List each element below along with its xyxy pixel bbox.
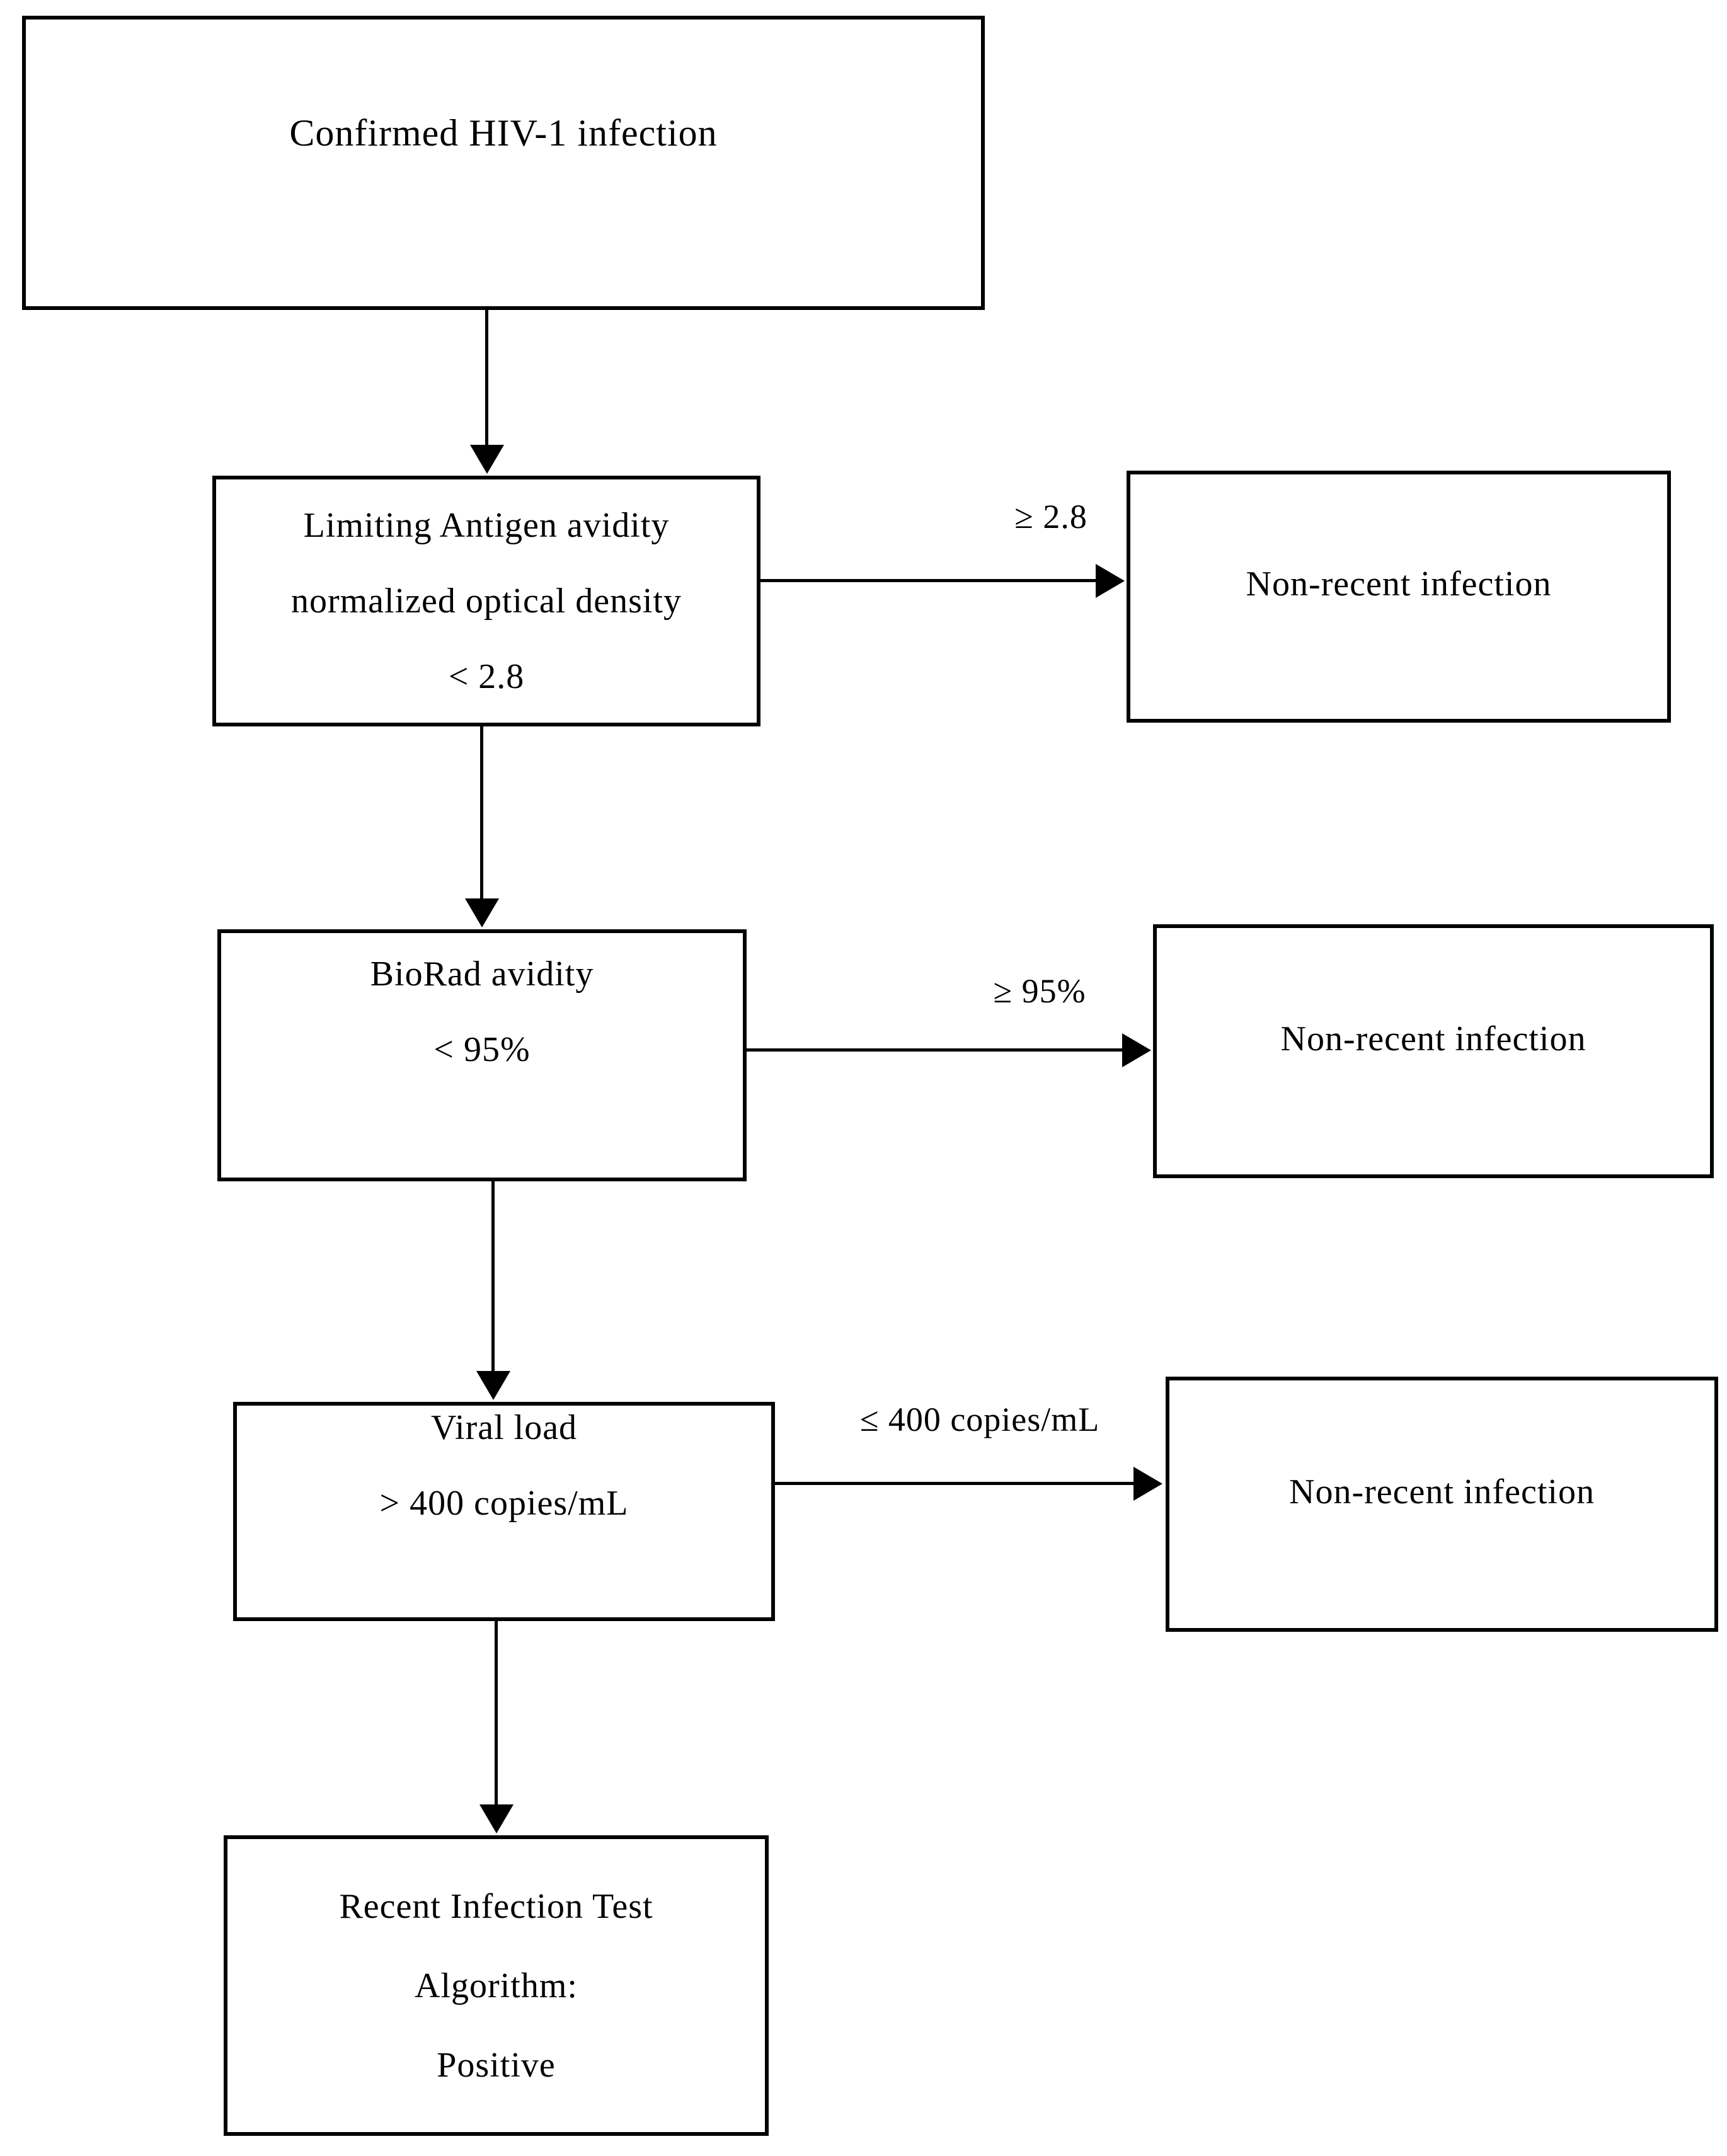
node-text-line: Recent Infection Test [339, 1886, 653, 1926]
node-text-line: Algorithm: [415, 1966, 578, 2005]
node-non-recent-infection-3: Non-recent infection [1166, 1377, 1718, 1632]
arrow-shaft [485, 310, 488, 446]
node-non-recent-infection-2: Non-recent infection [1153, 924, 1714, 1178]
arrowhead-down-icon [470, 445, 504, 474]
edge-label-ge-95: ≥ 95% [993, 972, 1086, 1011]
arrow-shaft [480, 726, 483, 900]
arrowhead-right-icon [1133, 1467, 1162, 1501]
node-text-line: Confirmed HIV-1 infection [289, 112, 718, 154]
arrowhead-down-icon [479, 1804, 514, 1833]
node-text-line: Non-recent infection [1246, 565, 1552, 604]
arrow-shaft [775, 1482, 1135, 1485]
node-viral-load: Viral load > 400 copies/mL [233, 1402, 775, 1621]
node-text-line: normalized optical density [290, 582, 682, 621]
arrowhead-right-icon [1096, 564, 1125, 598]
arrow-shaft [760, 579, 1097, 582]
node-non-recent-infection-1: Non-recent infection [1127, 471, 1671, 723]
node-text-line: Non-recent infection [1289, 1472, 1595, 1511]
node-confirmed-hiv-infection: Confirmed HIV-1 infection [22, 16, 985, 310]
node-biorad-avidity: BioRad avidity < 95% [217, 929, 747, 1181]
node-text-line: Limiting Antigen avidity [303, 506, 670, 545]
node-text-line: Positive [437, 2045, 556, 2085]
arrow-shaft [495, 1621, 498, 1806]
arrowhead-down-icon [476, 1371, 510, 1400]
node-text-line: Non-recent infection [1280, 1019, 1586, 1058]
node-text-line: Viral load [430, 1408, 578, 1447]
node-text-line: < 95% [433, 1030, 531, 1069]
edge-label-ge-2-8: ≥ 2.8 [1014, 497, 1087, 536]
edge-label-le-400: ≤ 400 copies/mL [859, 1400, 1100, 1439]
arrow-shaft [745, 1048, 1123, 1052]
arrowhead-right-icon [1122, 1033, 1151, 1067]
node-recent-infection-test-algorithm-positive: Recent Infection Test Algorithm: Positiv… [224, 1835, 769, 2136]
node-text-line: > 400 copies/mL [379, 1484, 629, 1523]
node-text-line: BioRad avidity [370, 955, 594, 994]
node-limiting-antigen-avidity: Limiting Antigen avidity normalized opti… [212, 476, 760, 726]
arrowhead-down-icon [465, 898, 499, 927]
arrow-shaft [491, 1181, 495, 1372]
node-text-line: < 2.8 [448, 657, 525, 696]
